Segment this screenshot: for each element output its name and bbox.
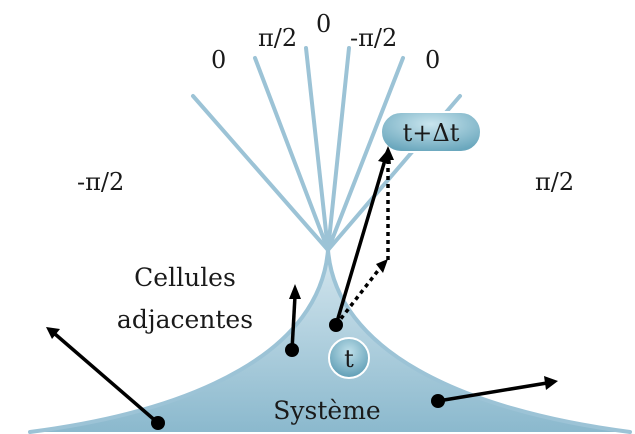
ray-center-right — [326, 46, 351, 252]
phase-label-left-half: π/2 — [258, 24, 297, 52]
state-vector-origin — [329, 318, 343, 332]
time-now-badge: t — [328, 337, 370, 379]
dotted-arrowhead-mid — [376, 259, 388, 273]
state-vector — [334, 159, 387, 326]
system-edge-right — [326, 248, 632, 434]
adjacent-vector-left — [53, 332, 160, 425]
adjacent-vector-left-arrowhead — [46, 327, 60, 339]
adjacent-vector-center — [290, 295, 297, 351]
phase-label-left-outer: -π/2 — [77, 168, 124, 196]
ray-right — [326, 56, 405, 252]
phase-label-right-outer: π/2 — [535, 168, 574, 196]
state-vector-arrowhead — [378, 148, 391, 164]
adjacent-vector-center-origin — [285, 343, 299, 357]
ray-left — [253, 56, 330, 252]
phase-label-center-zero: 0 — [316, 10, 331, 38]
time-next-label: t+Δt — [403, 119, 460, 147]
ray-far-left — [191, 94, 330, 252]
adjacent-vector-left-origin — [151, 416, 165, 430]
phase-label-right-half: -π/2 — [350, 24, 397, 52]
adjacent-vector-center-arrowhead — [289, 284, 301, 299]
time-next-badge-shape — [380, 111, 482, 153]
phase-label-left-zero: 0 — [211, 46, 226, 74]
ray-center-left — [304, 46, 330, 252]
system-edge-left — [28, 248, 330, 434]
adjacent-cells-label-line2: adjacentes — [117, 305, 253, 334]
adjacent-vector-right-arrowhead — [544, 376, 558, 390]
time-next-badge: t+Δt — [380, 111, 482, 153]
system-region — [30, 250, 630, 432]
time-now-label: t — [344, 345, 354, 373]
adjacent-vector-right — [437, 381, 548, 403]
phase-rays — [191, 46, 462, 252]
phase-label-right-zero: 0 — [425, 46, 440, 74]
adjacent-vector-right-origin — [431, 394, 445, 408]
time-now-badge-shape — [328, 337, 370, 379]
adjacent-cells-label-line1: Cellules — [134, 263, 236, 292]
system-label: Système — [273, 396, 380, 425]
